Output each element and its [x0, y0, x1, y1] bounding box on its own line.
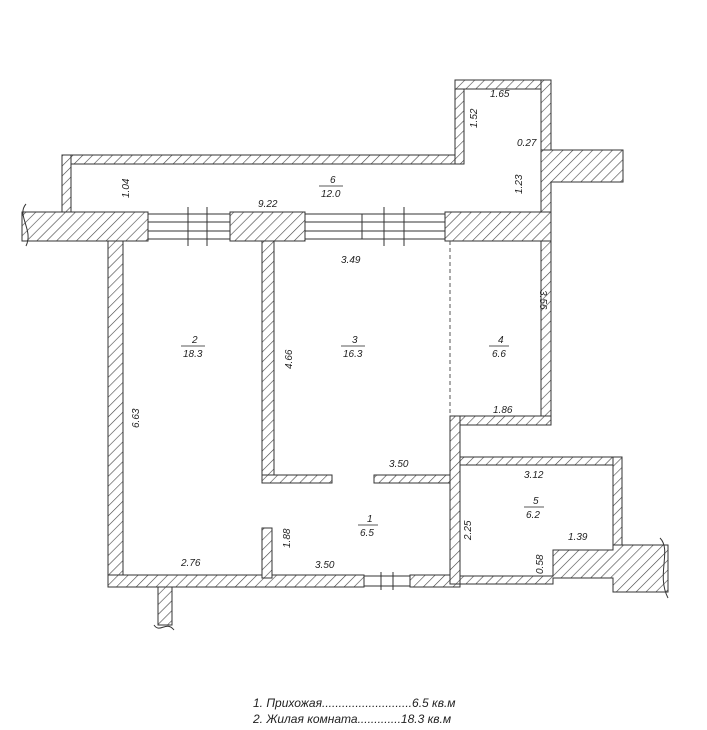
wall-partition-2-3 [261, 240, 275, 484]
dim-0-58: 0.58 [535, 554, 546, 574]
wall-corridor-top [61, 154, 459, 165]
wall-corridor-left [61, 154, 72, 216]
legend-line-2: 2. Жилая комната.............18.3 кв.м [253, 712, 452, 726]
room-number: 1 [367, 514, 373, 525]
room-number: 6 [330, 175, 336, 186]
room-label-4: 4 6.6 [489, 335, 509, 360]
wall-main-mid [229, 211, 306, 242]
wall-room5-right [612, 456, 623, 550]
wall-partition-3-bottom-right [373, 474, 459, 484]
dim-3-12: 3.12 [524, 470, 544, 481]
dim-2-25: 2.25 [463, 520, 474, 541]
window-entrance [363, 575, 411, 587]
room-label-1: 1 6.5 [358, 514, 378, 539]
dim-3-50-bottom: 3.50 [315, 560, 335, 571]
wall-partition-3-bottom-left [261, 474, 333, 484]
wall-bottom-left [107, 574, 365, 588]
room-area: 6.2 [526, 510, 540, 521]
wall-tower-top [454, 79, 552, 90]
dim-1-65: 1.65 [490, 89, 510, 100]
wall-right-wing [540, 149, 624, 426]
room-labels: 6 12.0 2 18.3 3 16.3 4 6.6 1 6.5 5 6.2 [181, 175, 544, 539]
dimension-labels: 1.65 1.52 0.27 1.23 1.04 9.22 3.49 3.56 … [121, 89, 588, 574]
wall-left [107, 240, 124, 586]
wall-room5-left [449, 415, 461, 585]
dim-3-49: 3.49 [341, 255, 361, 266]
room-area: 6.5 [360, 528, 374, 539]
wall-room5-bottom [459, 544, 669, 593]
window-room2 [147, 213, 231, 240]
room-area: 6.6 [492, 349, 506, 360]
floor-plan: 1.65 1.52 0.27 1.23 1.04 9.22 3.49 3.56 … [21, 79, 669, 631]
dim-1-52: 1.52 [469, 108, 480, 128]
wall-main-left [21, 211, 149, 242]
dim-9-22: 9.22 [258, 199, 278, 210]
dim-1-04: 1.04 [121, 178, 132, 198]
windows [147, 207, 446, 590]
room-label-2: 2 18.3 [181, 335, 205, 360]
room-number: 5 [533, 496, 539, 507]
dim-1-39: 1.39 [568, 532, 588, 543]
room-label-6: 6 12.0 [319, 175, 343, 200]
dim-3-56: 3.56 [537, 290, 548, 310]
room-number: 4 [498, 335, 504, 346]
wall-stub-bottom [157, 586, 173, 626]
dim-1-86: 1.86 [493, 405, 513, 416]
legend-line-1: 1. Прихожая...........................6.… [253, 696, 456, 710]
room-number: 3 [352, 335, 358, 346]
window-room3 [304, 213, 446, 240]
wall-tower-left [454, 79, 465, 165]
room-number: 2 [191, 335, 198, 346]
dim-2-76: 2.76 [180, 558, 201, 569]
break-marks [22, 203, 669, 631]
room-area: 12.0 [321, 189, 341, 200]
dim-1-23: 1.23 [514, 174, 525, 194]
dim-4-66: 4.66 [284, 349, 295, 369]
room-area: 18.3 [183, 349, 203, 360]
dim-0-27: 0.27 [517, 138, 537, 149]
wall-tower-right [540, 79, 552, 156]
room-label-5: 5 6.2 [524, 496, 544, 521]
dim-3-50-hall: 3.50 [389, 459, 409, 470]
walls [21, 79, 669, 626]
wall-main-right [444, 211, 552, 242]
wall-room5-top [459, 456, 621, 466]
room-area: 16.3 [343, 349, 363, 360]
dim-6-63: 6.63 [131, 408, 142, 428]
wall-stub-hall [261, 527, 273, 579]
dim-1-88: 1.88 [282, 528, 293, 548]
wall-room4-bottom [449, 415, 552, 426]
room-label-3: 3 16.3 [341, 335, 365, 360]
